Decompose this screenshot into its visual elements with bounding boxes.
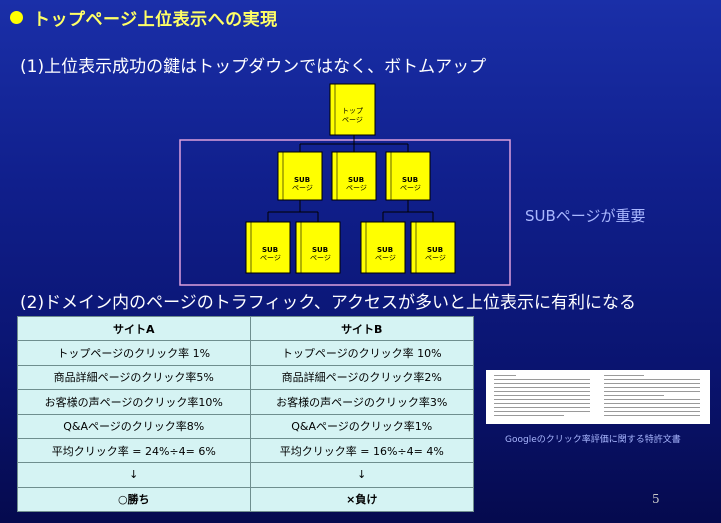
- sub-label-2: ページ: [346, 184, 367, 192]
- table-cell: 商品詳細ページのクリック率5%: [17, 364, 251, 391]
- tree-connectors: [267, 135, 434, 222]
- table-row: Q&Aページのクリック率8% Q&Aページのクリック率1%: [17, 413, 475, 439]
- table-row: 商品詳細ページのクリック率5% 商品詳細ページのクリック率2%: [17, 364, 475, 391]
- table-row: 平均クリック率 = 24%÷4= 6% 平均クリック率 = 16%÷4= 4%: [17, 437, 475, 464]
- top-page-label-2: ページ: [342, 116, 363, 124]
- sub-label-2: ページ: [375, 254, 396, 262]
- table-cell: 平均クリック率 = 24%÷4= 6%: [17, 437, 251, 464]
- sub-label-2: ページ: [260, 254, 281, 262]
- table-cell: トップページのクリック率 10%: [249, 340, 475, 366]
- top-page-label-1: トップ: [342, 107, 363, 115]
- result-site-b: ×負け: [249, 486, 475, 513]
- sub-page-box: SUB ページ: [245, 221, 291, 274]
- sub-label-1: SUB: [348, 176, 364, 184]
- table-cell: Q&Aページのクリック率1%: [249, 413, 475, 439]
- sub-label-1: SUB: [312, 246, 328, 254]
- table-cell: 平均クリック率 = 16%÷4= 4%: [249, 437, 475, 464]
- sub-label-1: SUB: [402, 176, 418, 184]
- table-cell: お客様の声ページのクリック率10%: [17, 389, 251, 415]
- sub-page-box: SUB ページ: [295, 221, 341, 274]
- sub-label-2: ページ: [425, 254, 446, 262]
- sub-label-1: SUB: [262, 246, 278, 254]
- table-row: お客様の声ページのクリック率10% お客様の声ページのクリック率3%: [17, 389, 475, 415]
- heading-bottom-up: (1)上位表示成功の鍵はトップダウンではなく、ボトムアップ: [20, 57, 487, 77]
- table-cell: お客様の声ページのクリック率3%: [249, 389, 475, 415]
- down-arrow-icon: ↓: [17, 462, 251, 488]
- top-page-box: トップ ページ: [329, 83, 376, 136]
- table-header-row: サイトA サイトB: [17, 315, 475, 342]
- sub-page-box: SUB ページ: [277, 151, 323, 201]
- sub-label-2: ページ: [400, 184, 421, 192]
- table-cell: トップページのクリック率 1%: [17, 340, 251, 366]
- sub-page-box: SUB ページ: [410, 221, 456, 274]
- sub-label-2: ページ: [310, 254, 331, 262]
- sub-pages-important-note: SUBページが重要: [525, 207, 646, 225]
- table-row: トップページのクリック率 1% トップページのクリック率 10%: [17, 340, 475, 366]
- patent-document-image: [486, 370, 710, 424]
- sub-label-1: SUB: [294, 176, 310, 184]
- down-arrow-icon: ↓: [249, 462, 475, 488]
- title-row: トップページ上位表示への実現: [10, 6, 278, 30]
- heading-traffic: (2)ドメイン内のページのトラフィック、アクセスが多いと上位表示に有利になる: [20, 293, 637, 313]
- header-site-b: サイトB: [249, 315, 475, 342]
- table-row: ↓ ↓: [17, 462, 475, 488]
- sub-page-box: SUB ページ: [331, 151, 377, 201]
- table-result-row: ○勝ち ×負け: [17, 486, 475, 513]
- sub-label-2: ページ: [292, 184, 313, 192]
- table-cell: Q&Aページのクリック率8%: [17, 413, 251, 439]
- sub-page-box: SUB ページ: [385, 151, 431, 201]
- sub-label-1: SUB: [427, 246, 443, 254]
- patent-caption: Googleのクリック率評価に関する特許文書: [505, 435, 681, 445]
- sub-label-1: SUB: [377, 246, 393, 254]
- table-cell: 商品詳細ページのクリック率2%: [249, 364, 475, 391]
- sub-page-box: SUB ページ: [360, 221, 406, 274]
- result-site-a: ○勝ち: [17, 486, 251, 513]
- page-number: 5: [652, 492, 660, 506]
- sub-pages-frame: [179, 139, 511, 286]
- slide-title: トップページ上位表示への実現: [33, 9, 278, 30]
- header-site-a: サイトA: [17, 315, 251, 342]
- bullet-icon: [10, 10, 23, 24]
- click-rate-comparison-table: サイトA サイトB トップページのクリック率 1% トップページのクリック率 1…: [17, 315, 475, 513]
